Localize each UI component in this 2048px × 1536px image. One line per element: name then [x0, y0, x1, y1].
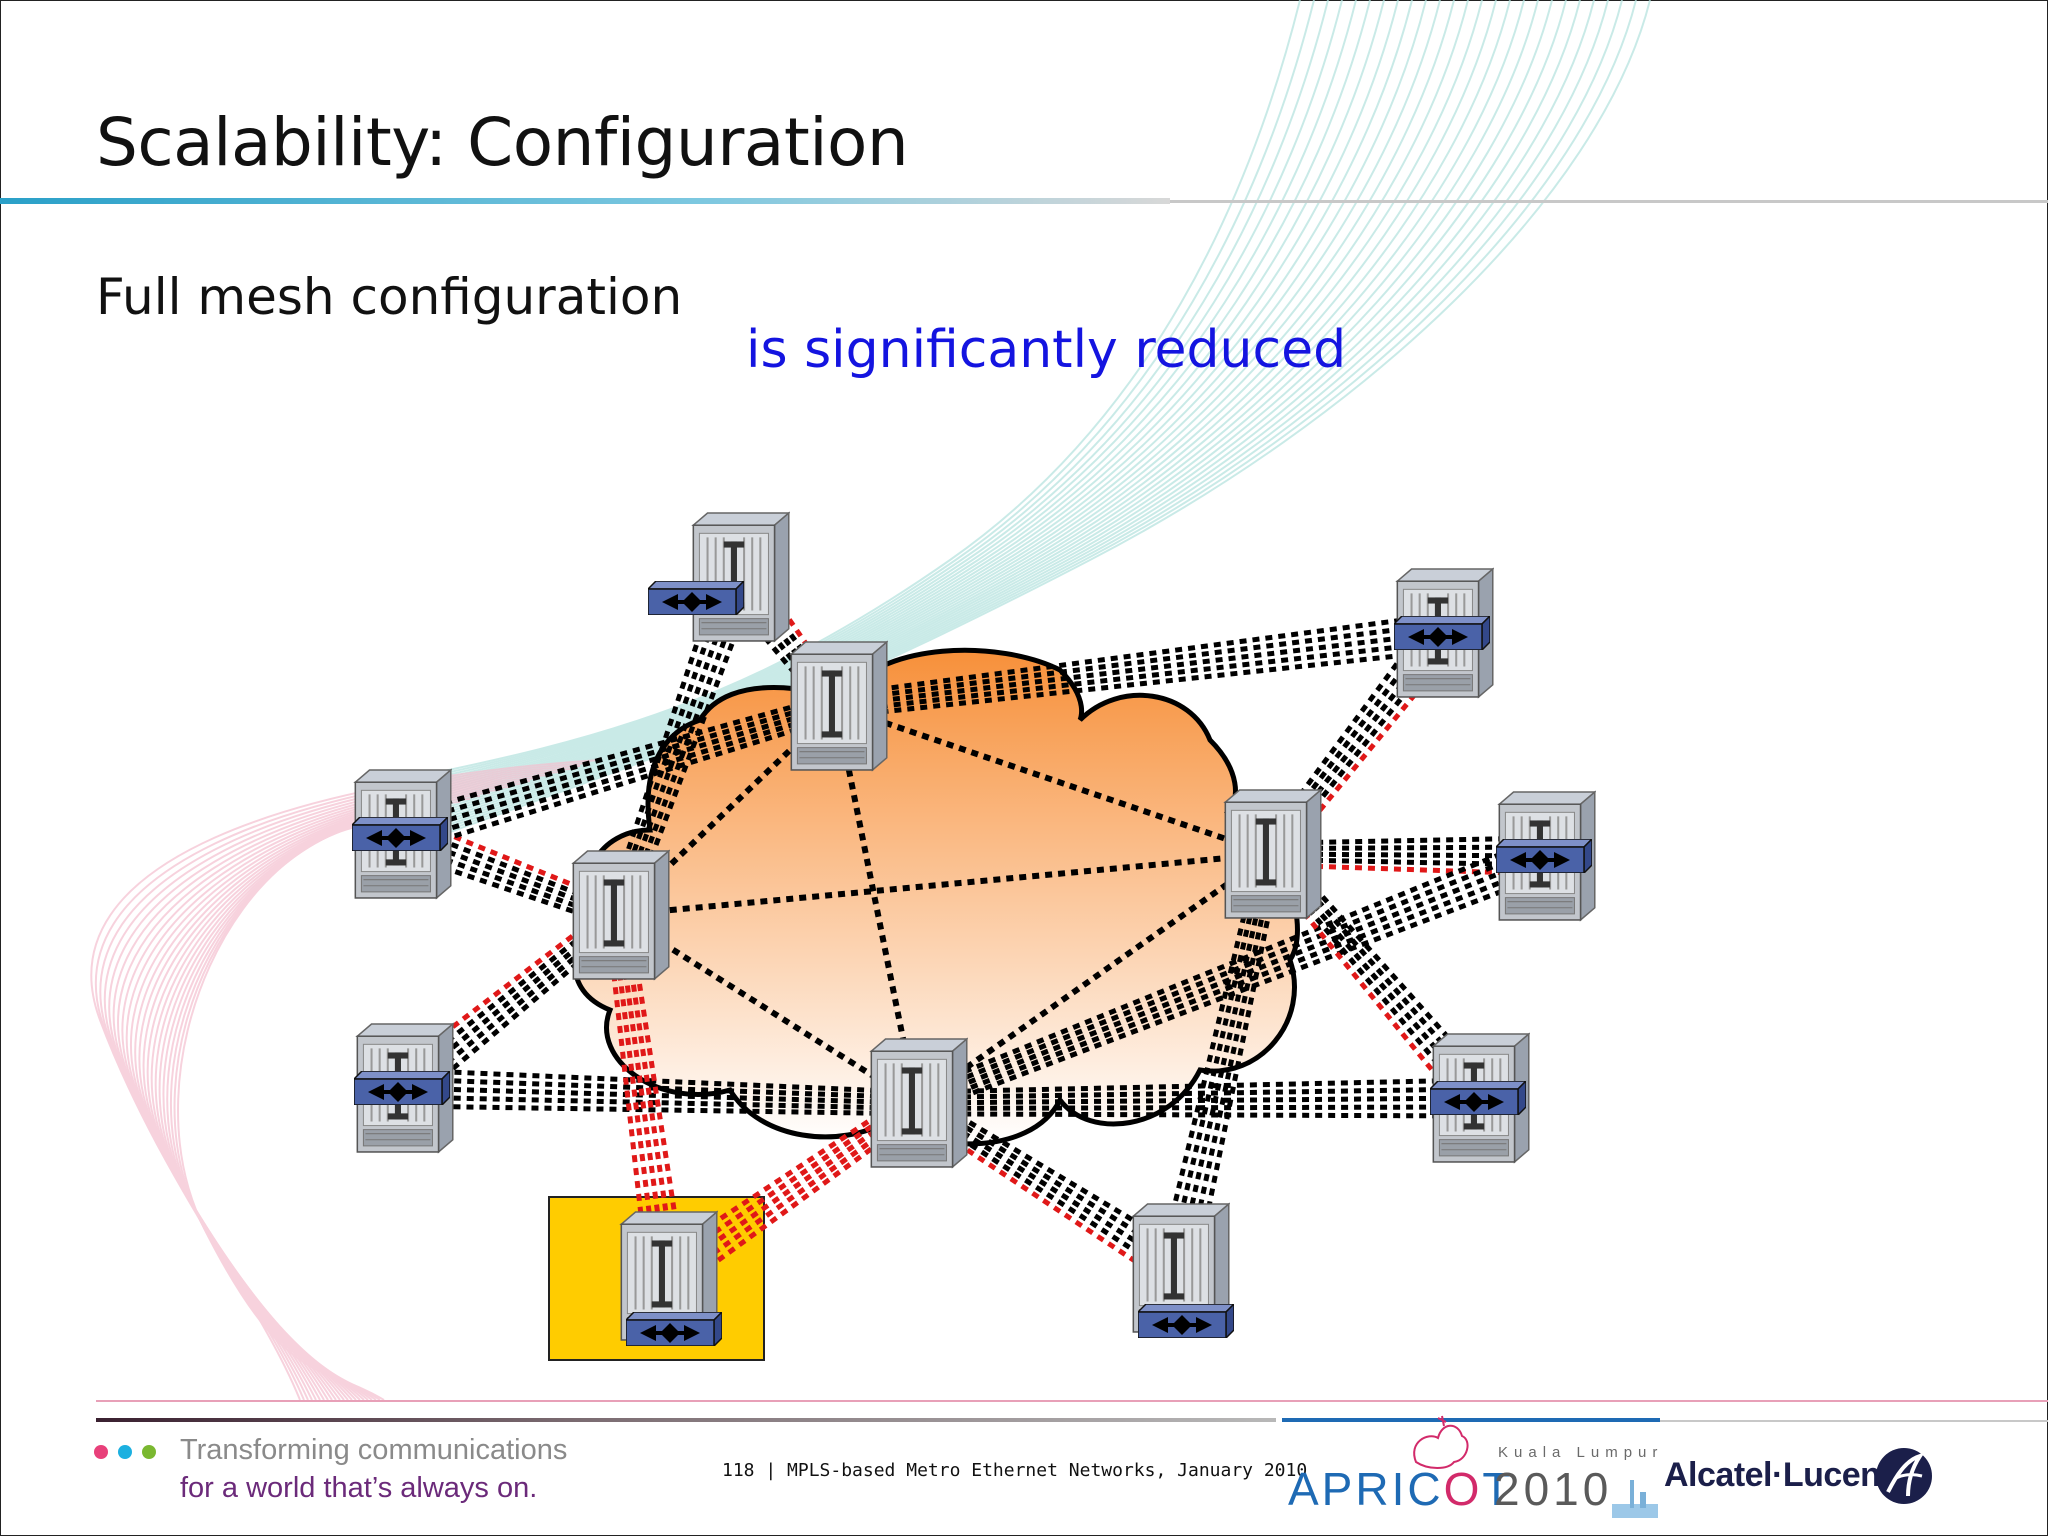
event-logo-text: APRICOT	[1288, 1462, 1513, 1516]
ribbon-line	[399, 0, 1483, 818]
pink-ribbon	[90, 759, 601, 1401]
ribbon-line	[399, 0, 1301, 781]
tagline-line-2: for a world that’s always on.	[180, 1472, 538, 1504]
ribbon-line	[399, 0, 1399, 801]
ribbon-line	[399, 0, 1511, 823]
pseudowire-link	[915, 1077, 1478, 1095]
pseudowire-link	[919, 870, 1552, 1116]
pseudowire-link	[917, 862, 1549, 1111]
ribbon-line	[399, 0, 1497, 821]
ethernet-switch-edge-right	[1496, 839, 1592, 873]
ribbon-line	[399, 0, 1441, 809]
event-name-o: O	[1443, 1463, 1483, 1515]
title-underline	[0, 198, 1170, 204]
new-pseudowire-link	[654, 1092, 912, 1264]
core-router-core-bottom	[870, 1037, 968, 1169]
ethernet-switch-edge-bottom-right	[1138, 1304, 1234, 1338]
pseudowire-link	[915, 1086, 1478, 1101]
event-name-end: T	[1482, 1463, 1514, 1515]
alcatel-lucent-logo-icon	[1876, 1448, 1932, 1504]
ribbon-line	[399, 0, 1385, 798]
footer-rule-pink	[96, 1400, 2048, 1402]
new-pseudowire-link	[1259, 859, 1467, 1112]
pseudowire-link	[916, 1104, 1479, 1111]
pseudowire-link	[401, 708, 839, 846]
core-link	[617, 851, 1271, 918]
pseudowire-link	[837, 648, 1445, 720]
bullet-text: Full mesh configuration	[96, 268, 683, 326]
event-location: Kuala Lumpur	[1498, 1444, 1664, 1461]
core-router-core-right	[1224, 788, 1322, 920]
pseudowire-link	[834, 612, 1441, 698]
green-dot	[142, 1445, 156, 1459]
footer-rule-blue	[1282, 1418, 1660, 1422]
pseudowire-link	[916, 1111, 1479, 1119]
core-router-core-top	[790, 640, 888, 772]
event-name-start: APRIC	[1288, 1463, 1444, 1515]
ribbon-line	[399, 0, 1469, 815]
ethernet-switch-edge-left-lower	[354, 1071, 450, 1105]
pseudowire-link	[915, 853, 1545, 1106]
pseudowire-link	[396, 698, 836, 828]
ethernet-switch-edge-top	[648, 581, 744, 615]
edge-router-edge-top	[692, 511, 790, 643]
core-router-core-left	[572, 849, 670, 981]
pseudowire-link	[1175, 853, 1273, 1269]
pseudowire-link	[1166, 852, 1268, 1267]
ribbon-line	[399, 0, 1357, 793]
ribbon-line	[399, 0, 1413, 804]
tagline-line-1: Transforming communications	[180, 1434, 568, 1466]
pseudowire-link	[835, 621, 1442, 704]
brand-dots	[94, 1444, 166, 1463]
ribbon-line	[399, 0, 1609, 843]
pseudowire-link	[404, 713, 840, 854]
ribbon-line	[177, 821, 391, 1401]
pseudowire-link	[915, 1095, 1479, 1106]
ribbon-line	[399, 0, 1329, 787]
ribbon-line	[399, 0, 1315, 784]
pseudowire-link	[911, 836, 1539, 1096]
ribbon-line	[399, 0, 1455, 812]
event-year: 2010	[1494, 1463, 1613, 1515]
highlight-text: is significantly reduced	[746, 320, 1347, 380]
slide-title: Scalability: Configuration	[96, 104, 909, 181]
footer-rule-dark	[96, 1418, 1276, 1422]
blue-dot	[118, 1445, 132, 1459]
pseudowire-link	[1270, 835, 1545, 846]
ribbon-line	[399, 0, 1637, 849]
ethernet-switch-edge-top-right	[1394, 616, 1490, 650]
ethernet-switch-edge-right-lower	[1430, 1081, 1526, 1115]
ethernet-switch-edge-left	[352, 817, 448, 851]
core-link	[833, 705, 919, 1104]
ribbon-line	[399, 0, 1427, 807]
core-link	[835, 703, 1271, 857]
pseudowire-link	[394, 693, 834, 820]
ethernet-switch-edge-bottom-left	[626, 1312, 722, 1346]
pseudowire-link	[1193, 855, 1283, 1273]
ribbon-line	[399, 0, 1595, 840]
ribbon-line	[399, 0, 1581, 837]
pseudowire-link	[1184, 854, 1278, 1271]
pseudowire-link	[836, 639, 1444, 714]
footer-rule-gray	[1660, 1420, 2048, 1422]
ribbon-line	[399, 0, 1567, 835]
pseudowire-link	[1157, 851, 1262, 1265]
pseudowire-link	[913, 845, 1542, 1101]
title-underline-gray	[1170, 200, 2048, 203]
teal-ribbon	[399, 0, 1651, 851]
pseudowire-link	[835, 630, 1443, 709]
ribbon-line	[399, 0, 1623, 846]
slide-footnote: 118 | MPLS-based Metro Ethernet Networks…	[722, 1460, 1308, 1481]
event-mascot-icon	[1413, 1415, 1469, 1469]
company-name: Alcatel·Lucent	[1664, 1456, 1892, 1494]
pseudowire-link	[399, 703, 837, 837]
skyline-icon	[1612, 1480, 1658, 1518]
ribbon-line	[399, 0, 1343, 790]
ribbon-line	[399, 0, 1371, 795]
pink-dot	[94, 1445, 108, 1459]
